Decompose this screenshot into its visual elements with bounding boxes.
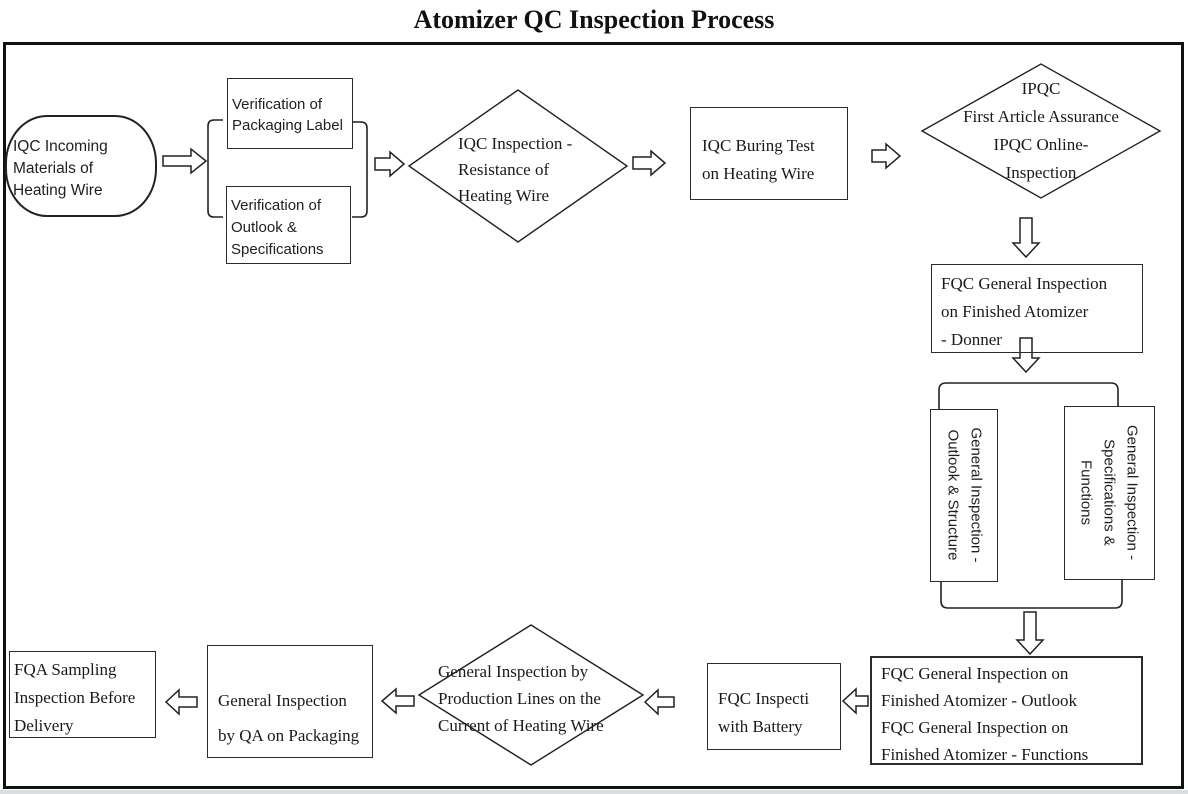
process-general-inspection-outlook-structure [930,409,998,582]
process-fqc-general-inspection-donner: FQC General Inspection on Finished Atomi… [931,264,1143,353]
process-general-inspection-specifications-functions [1064,406,1155,580]
process-qa-packaging-inspection: General Inspection by QA on Packaging [207,645,373,758]
process-fqc-inspection-with-battery: FQC Inspecti with Battery [707,663,841,750]
decision-ipqc-first-article-label: IPQC First Article Assurance IPQC Online… [963,79,1119,182]
process-verification-packaging-label: Verification of Packaging Label [227,78,353,149]
decision-iqc-resistance-label: IQC Inspection - Resistance of Heating W… [458,134,573,205]
process-fqa-sampling-before-delivery: FQA Sampling Inspection Before Delivery [9,651,156,738]
process-general-inspection-specifications-functions-label: General Inspection - Specifications & Fu… [1077,424,1141,561]
decision-production-line-current-label: General Inspection by Production Lines o… [438,662,604,735]
page-title: Atomizer QC Inspection Process [413,5,775,34]
process-iqc-buring-test: IQC Buring Test on Heating Wire [690,107,848,200]
diagram-frame [3,42,1184,789]
terminator-iqc-incoming-materials: IQC Incoming Materials of Heating Wire [5,115,157,217]
process-fqc-final-outlook-functions: FQC General Inspection on Finished Atomi… [870,656,1143,765]
process-verification-outlook-specifications: Verification of Outlook & Specifications [226,186,351,264]
process-general-inspection-outlook-structure-label: General Inspection - Outlook & Structure [944,427,985,563]
page-edge-strip [0,790,1188,794]
